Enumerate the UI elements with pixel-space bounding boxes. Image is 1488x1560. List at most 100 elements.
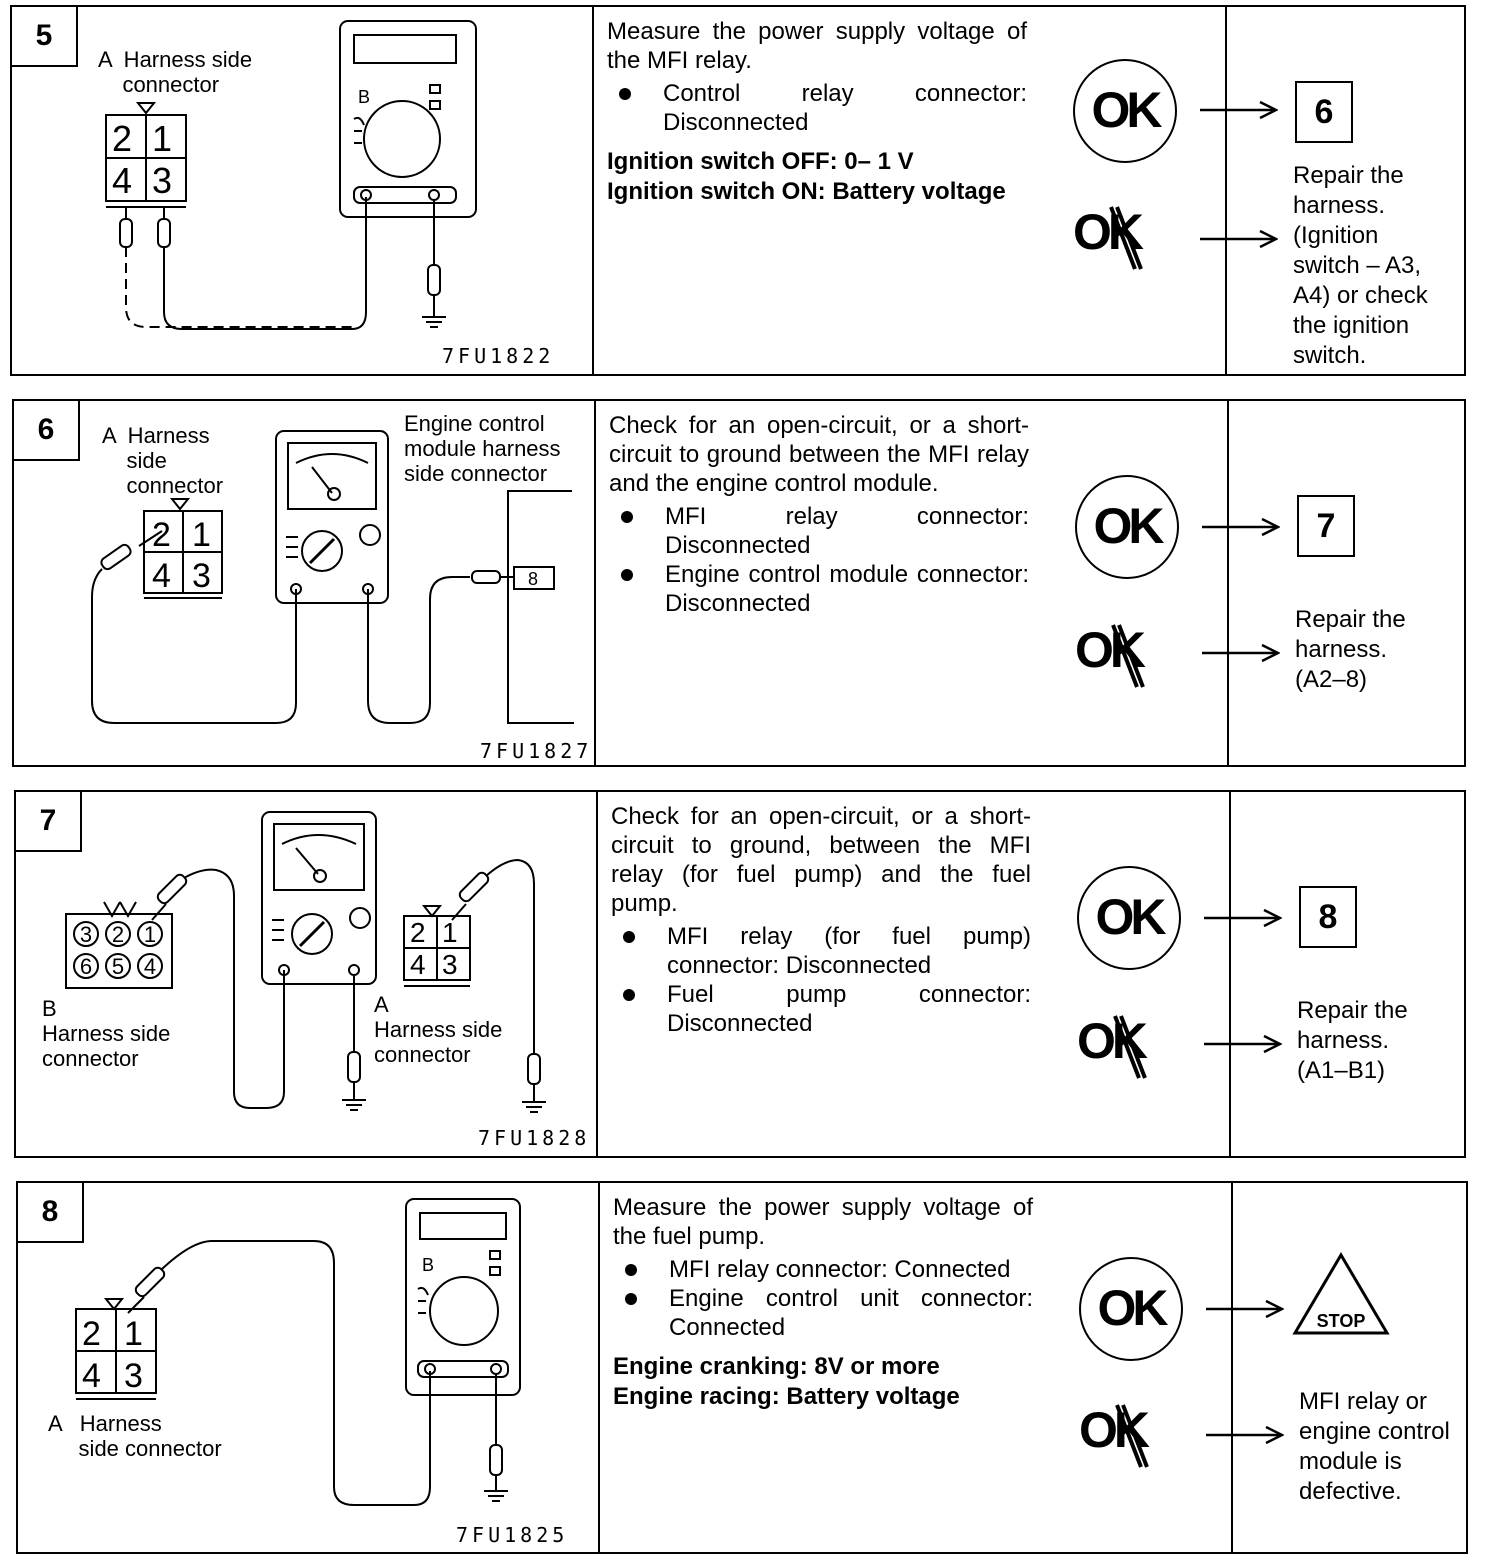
- svg-text:B: B: [358, 87, 370, 107]
- next-step-box: 7: [1297, 495, 1355, 557]
- svg-text:4: 4: [112, 160, 132, 201]
- next-step-box: 6: [1295, 81, 1353, 143]
- step-number: 8: [18, 1183, 84, 1243]
- ng-arrow-icon: [1204, 1034, 1282, 1054]
- next-step-box: 8: [1299, 886, 1357, 948]
- ng-action-text: MFI relay or engine control module is de…: [1299, 1388, 1450, 1505]
- ok-icon: OK: [1073, 59, 1177, 163]
- step-6-description: Check for an open-circuit, or a short-ci…: [609, 411, 1029, 626]
- svg-text:4: 4: [82, 1357, 101, 1395]
- bullet-item: Engine control unit connector: Connected: [613, 1284, 1033, 1342]
- stop-sign-icon: STOP: [1292, 1252, 1390, 1335]
- figure-code: 7FU1825: [456, 1523, 569, 1547]
- next-step-column: 8 Repair the harness. (A1–B1): [1229, 792, 1476, 1156]
- svg-text:2: 2: [112, 118, 132, 159]
- figure-code: 7FU1828: [478, 1126, 591, 1150]
- ng-action-text: Repair the harness. (Ignition switch – A…: [1293, 162, 1428, 369]
- svg-text:B: B: [422, 1255, 434, 1275]
- ok-icon: OK: [1075, 475, 1179, 579]
- svg-text:3: 3: [152, 160, 172, 201]
- result-indicators: OK OK: [1061, 1183, 1284, 1554]
- description-text: Check for an open-circuit, or a short-ci…: [611, 803, 1031, 917]
- figure-code: 7FU1822: [442, 344, 555, 368]
- step-6: 6 A Harness side connector Engine contro…: [12, 399, 1466, 767]
- bullet-item: MFI relay connector: Connected: [613, 1255, 1033, 1284]
- next-step-column: 7 Repair the harness. (A2–8): [1227, 401, 1474, 765]
- bullet-item: Control relay connector: Disconnected: [607, 79, 1027, 137]
- svg-text:6: 6: [80, 954, 92, 979]
- step-6-diagram: 6 A Harness side connector Engine contro…: [14, 401, 596, 765]
- ng-action-text: Repair the harness. (A2–8): [1295, 606, 1406, 693]
- bullet-list: MFI relay connector: Disconnected Engine…: [609, 502, 1029, 618]
- step-number: 6: [14, 401, 80, 461]
- svg-text:2: 2: [82, 1315, 101, 1353]
- step-8-description: Measure the power supply voltage of the …: [613, 1193, 1033, 1412]
- svg-text:3: 3: [124, 1357, 143, 1395]
- connector-label: A Harness side connector: [48, 1411, 222, 1461]
- svg-text:5: 5: [112, 954, 124, 979]
- bullet-item: MFI relay (for fuel pump) connector: Dis…: [611, 922, 1031, 980]
- bullet-item: MFI relay connector: Disconnected: [609, 502, 1029, 560]
- spec-line: Ignition switch ON: Battery voltage: [607, 178, 1006, 205]
- ng-icon: OK: [1075, 621, 1179, 691]
- svg-text:1: 1: [442, 917, 458, 948]
- multimeter-diagram: 2 1 4 3 B: [105, 20, 477, 330]
- result-indicators: OK OK: [1059, 792, 1282, 1158]
- step-5-diagram: 5 A Harness side connector 2 1 4 3 B: [12, 7, 594, 374]
- connector-label: A Harness side connector: [102, 423, 224, 498]
- svg-text:4: 4: [152, 557, 171, 595]
- step-8-diagram: 8 A Harness side connector 2 1 4 3 B: [18, 1183, 600, 1552]
- svg-text:STOP: STOP: [1317, 1311, 1366, 1331]
- svg-text:1: 1: [192, 516, 211, 554]
- svg-text:3: 3: [80, 922, 92, 947]
- description-text: Check for an open-circuit, or a short-ci…: [609, 412, 1029, 497]
- bullet-item: Fuel pump connector: Disconnected: [611, 980, 1031, 1038]
- figure-code: 7FU1827: [480, 739, 593, 763]
- description-text: Measure the power supply voltage of the …: [613, 1194, 1033, 1250]
- ng-arrow-icon: [1200, 229, 1278, 249]
- ok-arrow-icon: [1206, 1299, 1284, 1319]
- next-step-column: 6 Repair the harness. (Ignition switch –…: [1225, 7, 1472, 374]
- ok-arrow-icon: [1200, 100, 1278, 120]
- svg-text:2: 2: [152, 516, 171, 554]
- ng-icon: OK: [1077, 1012, 1181, 1082]
- ecm-connector-label: Engine control module harness side conne…: [404, 411, 561, 486]
- result-indicators: OK OK: [1057, 401, 1280, 767]
- bullet-list: Control relay connector: Disconnected: [607, 79, 1027, 137]
- svg-text:1: 1: [124, 1315, 143, 1353]
- multimeter-diagram: 2 1 4 3 B: [75, 1198, 521, 1506]
- ok-icon: OK: [1079, 1257, 1183, 1361]
- ng-icon: OK: [1079, 1401, 1183, 1471]
- spec-line: Engine racing: Battery voltage: [613, 1383, 960, 1410]
- connector-label: A Harness side connector: [98, 47, 253, 97]
- step-7-diagram: 7 B Harness side connector A Harness sid…: [16, 792, 598, 1156]
- spec-text: Engine cranking: 8V or more Engine racin…: [613, 1352, 1033, 1412]
- next-step-column: STOP MFI relay or engine control module …: [1231, 1183, 1478, 1552]
- svg-text:4: 4: [410, 949, 426, 980]
- spec-text: Ignition switch OFF: 0– 1 V Ignition swi…: [607, 147, 1027, 207]
- step-number: 5: [12, 7, 78, 67]
- step-5: 5 A Harness side connector 2 1 4 3 B: [10, 5, 1466, 376]
- svg-text:1: 1: [144, 922, 156, 947]
- svg-text:3: 3: [442, 949, 458, 980]
- bullet-item: Engine control module connector: Disconn…: [609, 560, 1029, 618]
- svg-text:2: 2: [112, 922, 124, 947]
- step-8: 8 A Harness side connector 2 1 4 3 B: [16, 1181, 1468, 1554]
- bullet-list: MFI relay (for fuel pump) connector: Dis…: [611, 922, 1031, 1038]
- ng-arrow-icon: [1202, 643, 1280, 663]
- ng-action-text: Repair the harness. (A1–B1): [1297, 997, 1408, 1084]
- connector-a-label: A Harness side connector: [374, 992, 503, 1067]
- connector-b-label: B Harness side connector: [42, 996, 171, 1071]
- svg-text:1: 1: [152, 118, 172, 159]
- spec-line: Engine cranking: 8V or more: [613, 1353, 940, 1380]
- ok-icon: OK: [1077, 866, 1181, 970]
- svg-text:8: 8: [528, 569, 538, 589]
- svg-text:2: 2: [410, 917, 426, 948]
- ng-arrow-icon: [1206, 1425, 1284, 1445]
- ok-arrow-icon: [1202, 517, 1280, 537]
- ok-arrow-icon: [1204, 908, 1282, 928]
- bullet-list: MFI relay connector: Connected Engine co…: [613, 1255, 1033, 1342]
- step-7-description: Check for an open-circuit, or a short-ci…: [611, 802, 1031, 1046]
- step-5-description: Measure the power supply voltage of the …: [607, 17, 1027, 207]
- step-7: 7 B Harness side connector A Harness sid…: [14, 790, 1466, 1158]
